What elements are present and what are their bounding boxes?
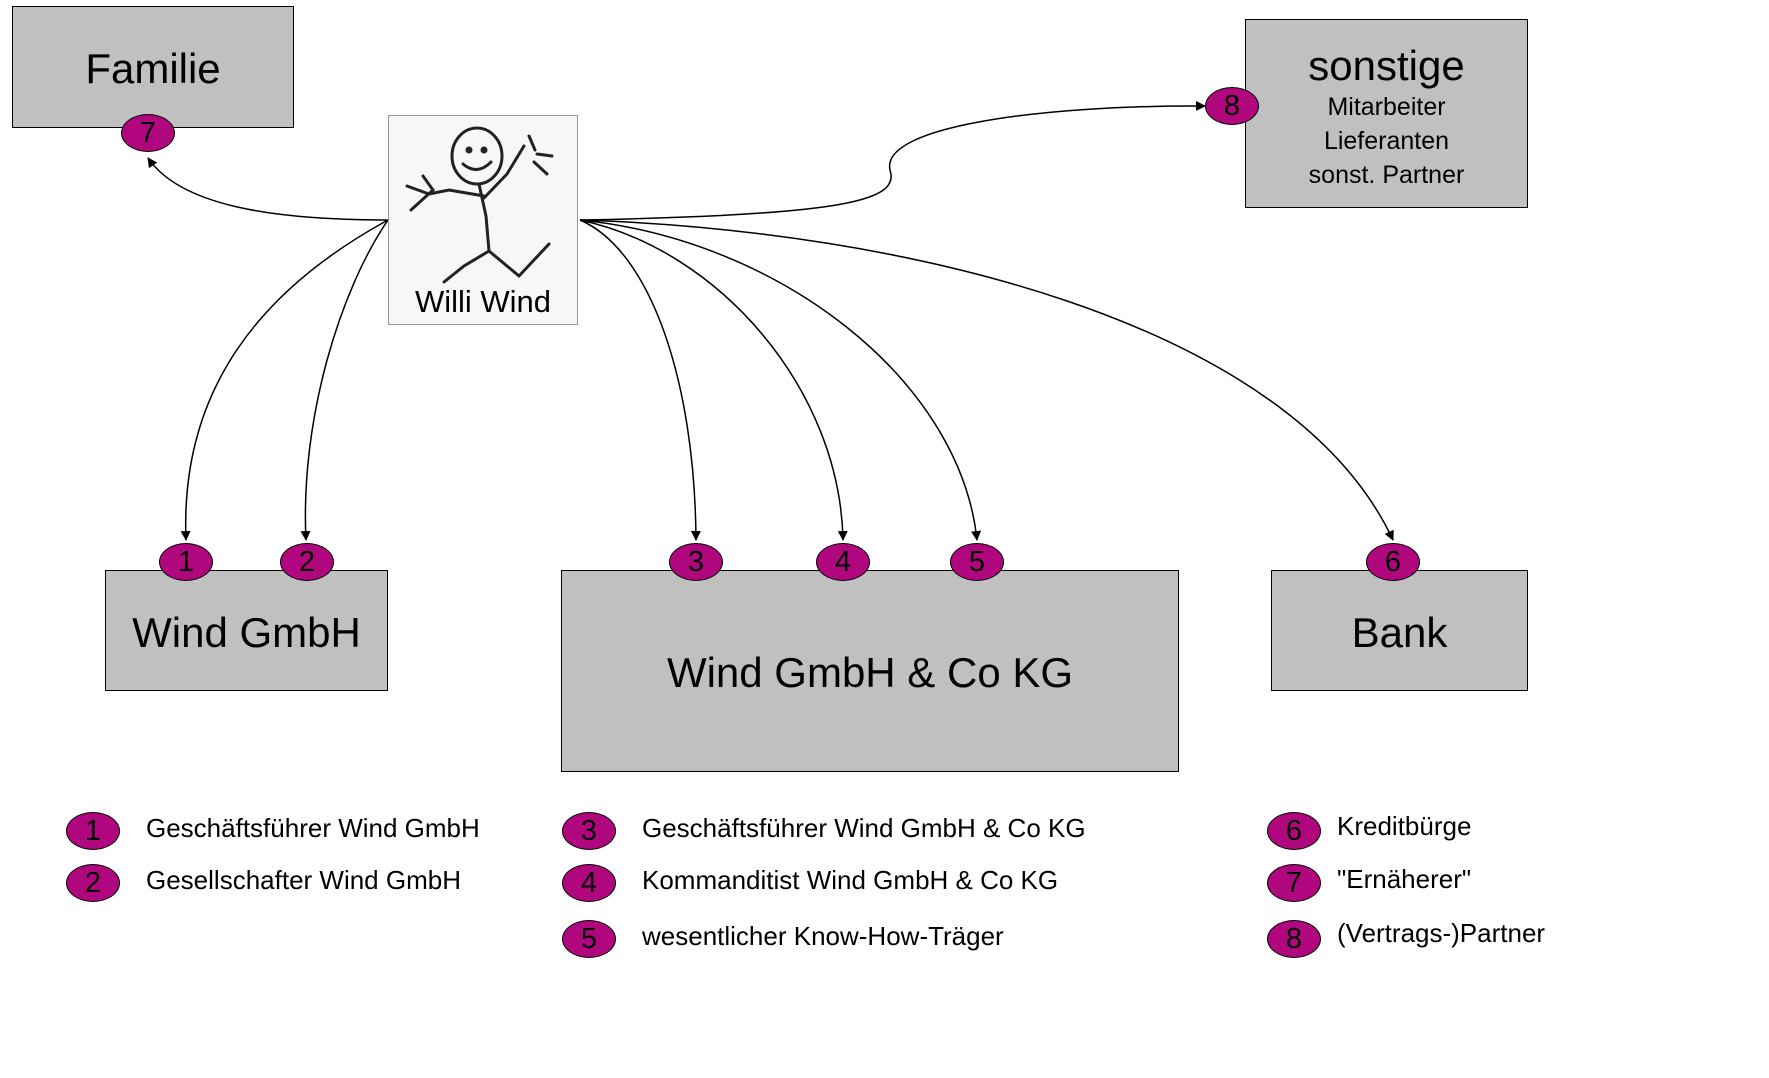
legend-badge-4: 4 [562, 864, 616, 902]
legend-badge-5: 5 [562, 920, 616, 958]
sonstige-line-1: Mitarbeiter [1327, 93, 1446, 121]
arrow-to-badge-6 [579, 219, 1394, 541]
bank-box: Bank [1271, 570, 1528, 691]
wind-kg-title: Wind GmbH & Co KG [666, 649, 1074, 696]
legend-badge-7: 7 [1267, 864, 1321, 902]
person-willi-wind: Willi Wind [388, 115, 578, 325]
sonstige-title: sonstige [1308, 42, 1465, 89]
legend-text-4: Kommanditist Wind GmbH & Co KG [642, 865, 1059, 895]
arrow-to-badge-3 [579, 219, 701, 541]
legend-badge-8: 8 [1267, 920, 1321, 958]
legend-text-3: Geschäftsführer Wind GmbH & Co KG [642, 813, 1086, 843]
badge-6: 6 [1366, 543, 1420, 581]
arrow-to-badge-8 [579, 100, 1206, 221]
wind-gmbh-box: Wind GmbH [105, 570, 388, 691]
legend-text-2: Gesellschafter Wind GmbH [146, 865, 461, 895]
legend-badge-2: 2 [66, 864, 120, 902]
badge-8: 8 [1205, 87, 1259, 125]
legend-text-7: "Ernäherer" [1337, 864, 1472, 894]
legend-text-5: wesentlicher Know-How-Träger [642, 921, 1004, 951]
sonstige-line-3: sonst. Partner [1308, 161, 1465, 189]
sonstige-line-2: Lieferanten [1323, 127, 1450, 155]
arrow-to-badge-4 [579, 219, 848, 541]
arrow-to-badge-1 [180, 219, 389, 541]
person-label: Willi Wind [414, 284, 552, 319]
wind-gmbh-title: Wind GmbH [132, 609, 361, 656]
legend-text-6: Kreditbürge [1337, 811, 1472, 841]
bank-title: Bank [1351, 609, 1448, 656]
arrow-to-familie [147, 157, 389, 221]
badge-1: 1 [159, 543, 213, 581]
badge-3: 3 [669, 543, 723, 581]
familie-box: Familie [12, 6, 294, 128]
familie-title: Familie [85, 45, 221, 92]
legend-text-1: Geschäftsführer Wind GmbH [146, 813, 480, 843]
legend-badge-1: 1 [66, 812, 120, 850]
badge-2: 2 [280, 543, 334, 581]
legend-text-8: (Vertrags-)Partner [1337, 918, 1546, 948]
legend-badge-3: 3 [562, 812, 616, 850]
badge-7: 7 [121, 114, 175, 152]
arrow-to-badge-5 [579, 219, 982, 541]
legend-badge-6: 6 [1267, 812, 1321, 850]
badge-4: 4 [816, 543, 870, 581]
stick-figure-icon [405, 126, 554, 284]
wind-kg-box: Wind GmbH & Co KG [561, 570, 1179, 772]
arrow-to-badge-2 [300, 219, 389, 541]
badge-5: 5 [950, 543, 1004, 581]
sonstige-box: sonstige Mitarbeiter Lieferanten sonst. … [1245, 19, 1528, 208]
